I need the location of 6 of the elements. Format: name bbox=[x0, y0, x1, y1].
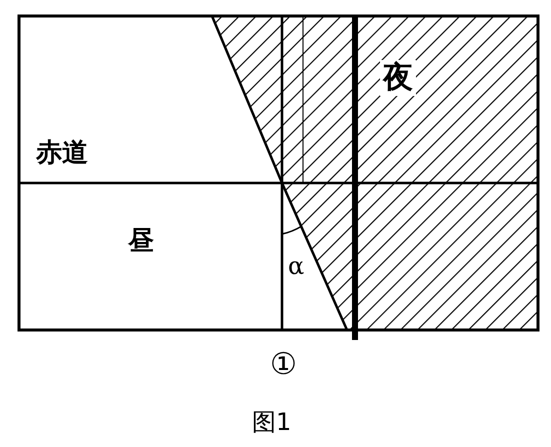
equator-label: 赤道 bbox=[36, 140, 88, 166]
region-label: 昼 bbox=[128, 228, 154, 254]
callout-number: ① bbox=[270, 350, 297, 380]
angle-label: α bbox=[288, 254, 304, 278]
region-label: 夜 bbox=[380, 60, 416, 96]
figure-caption: 图1 bbox=[252, 410, 292, 434]
